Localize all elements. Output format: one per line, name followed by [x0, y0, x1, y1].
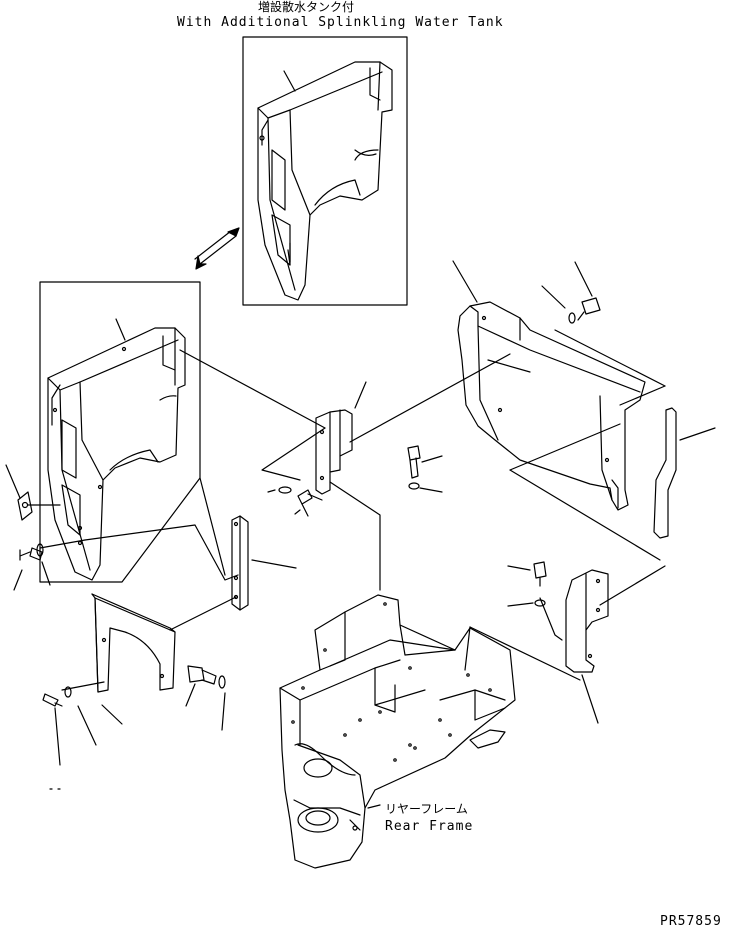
center-washer-2	[408, 482, 443, 493]
left-plate-clip	[5, 464, 33, 521]
bracket-leaders	[84, 524, 239, 631]
lower-bolt-right	[185, 665, 217, 707]
standard-cover-panel	[47, 327, 186, 581]
right-top-bolt	[574, 261, 601, 321]
center-washer	[267, 486, 292, 494]
lower-bolt-left	[42, 693, 63, 766]
right-cover	[452, 260, 646, 511]
inset-cover-panel	[257, 61, 393, 301]
double-arrow-icon	[194, 227, 240, 270]
rear-frame	[279, 594, 516, 869]
left-washer	[36, 543, 51, 586]
frame-label-jp: リヤーフレーム	[385, 802, 468, 816]
inset-title-en: With Additional Splinkling Water Tank	[177, 15, 504, 30]
right-top-washer	[541, 285, 576, 324]
lower-washer-left	[64, 686, 97, 746]
right-bracket	[565, 569, 609, 724]
right-bracket-washer	[507, 599, 546, 607]
standard-cover-leader	[115, 318, 126, 341]
right-bracket-bolt	[507, 561, 547, 587]
rear-frame-leader	[367, 804, 381, 809]
inset-title-jp: 増設散水タンク付	[258, 0, 355, 14]
lower-plate	[91, 593, 176, 725]
center-bolt	[294, 489, 323, 517]
left-leaders	[27, 504, 86, 549]
left-bolt	[13, 547, 43, 591]
center-bolt-2	[407, 445, 443, 479]
frame-label-en: Rear Frame	[385, 819, 474, 834]
inset-frame	[242, 36, 408, 306]
lower-leader-left	[49, 681, 105, 790]
inset-leader	[283, 70, 296, 92]
drawing-code: PR57859	[660, 914, 722, 929]
right-rod	[653, 407, 716, 539]
vertical-bracket	[231, 515, 297, 611]
cover-leader-lines	[179, 329, 666, 681]
lower-washer-right	[218, 675, 226, 731]
